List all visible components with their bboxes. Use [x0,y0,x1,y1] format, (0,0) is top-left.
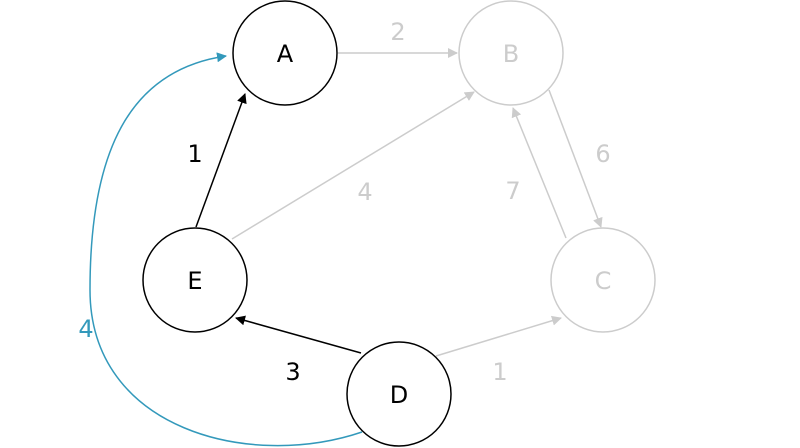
edge-label-d-e: 3 [285,358,300,386]
edge-label-e-b: 4 [357,178,372,206]
edge-label-c-b: 7 [505,177,520,205]
node-e[interactable]: E [142,227,248,333]
node-label-c: C [595,267,612,295]
edge-label-a-b: 2 [390,18,405,46]
node-d[interactable]: D [346,341,452,447]
node-c[interactable]: C [550,227,656,333]
edge-e-b [231,91,475,240]
node-label-b: B [503,40,519,68]
node-b[interactable]: B [458,0,564,106]
edge-d-e [235,315,362,354]
edge-label-d-a: 4 [78,315,93,343]
node-a[interactable]: A [232,0,338,106]
edge-d-c [435,315,562,357]
edge-b-c [548,89,603,228]
node-label-a: A [277,40,294,68]
node-label-e: E [187,267,202,295]
node-label-d: D [390,381,408,409]
edge-d-a [89,52,363,447]
edge-label-e-a: 1 [187,140,202,168]
edge-label-b-c: 6 [595,140,610,168]
edge-e-a [195,93,247,228]
edge-label-d-c: 1 [492,358,507,386]
edge-c-b [511,107,567,239]
